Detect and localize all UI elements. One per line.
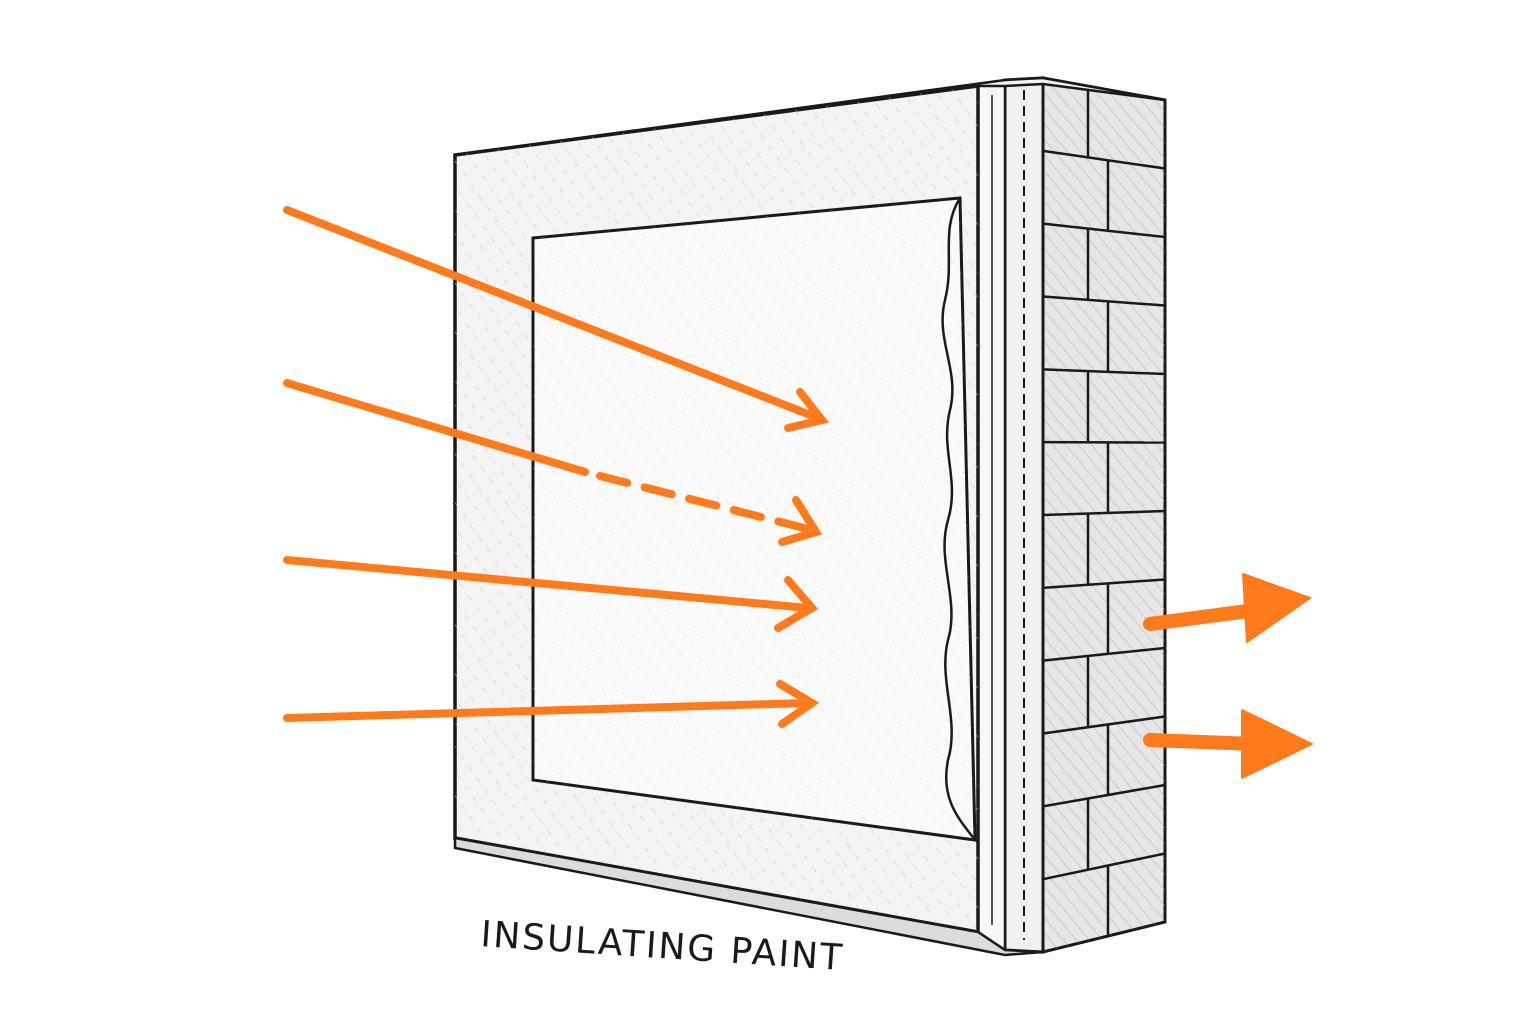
incoming-arrow-2-partially-dashed [283,379,823,546]
block-top-edge [454,76,1166,157]
brick-mortar-line [1042,149,1166,170]
brick-wall [1041,76,1167,954]
brick-mortar-line [1042,783,1166,808]
diagram-caption: INSULATING PAINT [479,914,845,979]
brick-mortar-line [1042,715,1166,735]
brick-mortar-line [1042,222,1166,239]
incoming-arrow-4 [283,680,820,728]
incoming-arrows [283,206,830,728]
brick-mortar-line [1042,578,1166,590]
paint-wavy-edge [941,197,976,841]
incoming-arrow-3 [283,556,819,632]
outgoing-arrows [1143,573,1313,779]
brick-mortar-line [1042,295,1166,307]
brick-mortar-line [1042,646,1166,662]
wall-board-layer [976,76,1045,954]
outgoing-arrow-1 [1143,573,1311,643]
paint-panel [453,84,1044,957]
brick-mortar-line [1042,368,1166,376]
brick-mortar-line [1042,852,1166,881]
brick-mortar-line [1042,509,1166,517]
outgoing-arrow-2 [1143,709,1313,779]
incoming-arrow-1 [283,206,830,432]
